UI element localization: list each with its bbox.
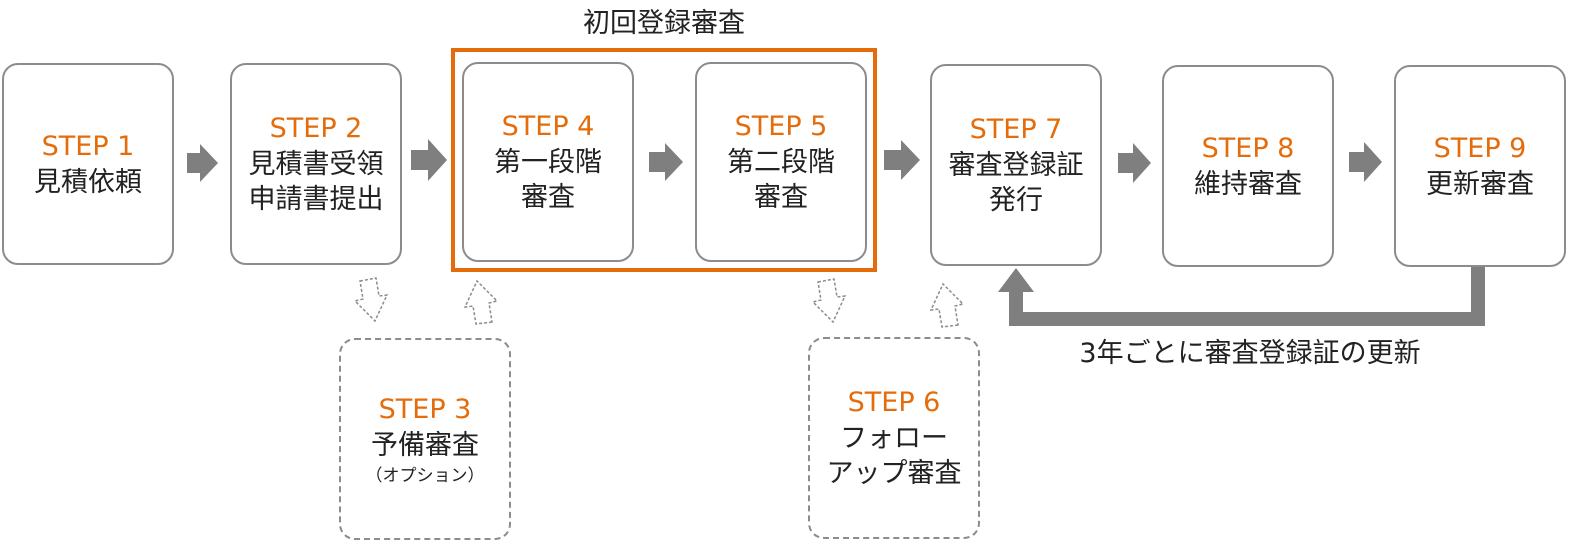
arrow-right-icon	[187, 144, 218, 182]
arrow-right-icon	[1118, 143, 1151, 183]
step-9-box: STEP 9 更新審査	[1394, 65, 1566, 267]
dashed-arrow-up-icon	[929, 282, 965, 328]
arrow-up-icon	[998, 268, 1034, 292]
step-number: STEP 6	[847, 387, 941, 418]
step-number: STEP 7	[969, 114, 1063, 145]
dashed-arrow-down-icon	[811, 278, 847, 324]
arrow-right-icon	[411, 139, 447, 181]
dashed-arrow-up-icon	[463, 279, 499, 325]
arrow-right-icon	[1349, 142, 1382, 182]
step-5-box: STEP 5 第二段階 審査	[695, 62, 867, 262]
step-8-box: STEP 8 維持審査	[1162, 65, 1334, 267]
renewal-loop-arrow	[1009, 267, 1485, 326]
step-number: STEP 4	[501, 111, 595, 142]
step-6-box: STEP 6 フォロー アップ審査	[808, 337, 980, 539]
initial-registration-group	[451, 48, 877, 272]
step-2-box: STEP 2 見積書受領 申請書提出	[230, 63, 402, 265]
step-label: 審査登録証 発行	[948, 150, 1084, 216]
step-4-box: STEP 4 第一段階 審査	[462, 62, 634, 262]
step-number: STEP 5	[734, 111, 828, 142]
step-number: STEP 8	[1201, 132, 1295, 164]
step-number: STEP 2	[269, 113, 363, 144]
step-label: 更新審査	[1426, 168, 1534, 200]
renewal-label: 3年ごとに審査登録証の更新	[1079, 338, 1421, 369]
step-7-box: STEP 7 審査登録証 発行	[930, 64, 1102, 266]
step-note: （オプション）	[365, 465, 485, 486]
group-label: 初回登録審査	[583, 8, 745, 39]
step-label: 見積依頼	[34, 166, 142, 198]
step-number: STEP 1	[41, 130, 135, 162]
step-3-box: STEP 3 予備審査 （オプション）	[339, 338, 511, 540]
step-label: 第二段階 審査	[727, 147, 835, 213]
step-1-box: STEP 1 見積依頼	[2, 63, 174, 265]
arrow-right-icon	[884, 140, 920, 180]
step-number: STEP 9	[1433, 132, 1527, 164]
step-label: フォロー アップ審査	[826, 423, 962, 489]
dashed-arrow-down-icon	[353, 277, 389, 323]
step-label: 第一段階 審査	[494, 147, 602, 213]
step-label: 見積書受領 申請書提出	[248, 149, 384, 215]
step-label: 維持審査	[1194, 168, 1302, 200]
step-label: 予備審査	[371, 429, 479, 461]
step-number: STEP 3	[378, 393, 472, 425]
